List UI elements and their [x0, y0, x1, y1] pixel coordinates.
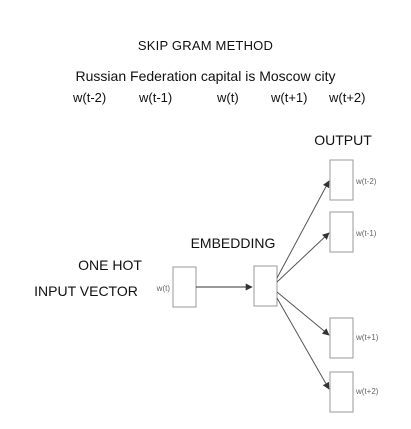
embedding-label: EMBEDDING	[191, 235, 276, 251]
output-box	[329, 159, 354, 201]
output-label: OUTPUT	[314, 132, 372, 148]
embedding-to-output-arrow	[276, 297, 330, 390]
output-box-label: w(t-1)	[355, 229, 377, 238]
sentence-word: Russian	[75, 68, 127, 84]
input-vector-box	[172, 266, 197, 308]
output-box-label: w(t-2)	[355, 177, 377, 186]
output-box	[329, 317, 354, 359]
sentence-word: capital	[200, 68, 242, 84]
embedding-to-output-arrow	[276, 232, 330, 283]
embedding-box	[253, 265, 278, 307]
input-label-line1: ONE HOT	[78, 257, 142, 273]
word-position-label: w(t-2)	[73, 90, 107, 105]
word-position-label: w(t)	[217, 90, 239, 105]
word-position-label: w(t+2)	[329, 90, 366, 105]
example-sentence: Russian Federation capital is Moscow cit…	[0, 68, 411, 84]
embedding-to-output-arrow	[276, 291, 330, 336]
input-label-line2: INPUT VECTOR	[34, 283, 138, 299]
diagram-title: SKIP GRAM METHOD	[137, 38, 274, 53]
embedding-to-output-arrow	[276, 180, 330, 279]
sentence-word: is	[245, 68, 256, 84]
input-box-label: w(t)	[156, 284, 171, 293]
output-box-label: w(t+1)	[355, 333, 379, 342]
sentence-word: city	[314, 68, 336, 84]
word-position-label: w(t+1)	[271, 90, 308, 105]
sentence-word: Federation	[130, 68, 197, 84]
word-position-label: w(t-1)	[139, 90, 173, 105]
sentence-word: Moscow	[259, 68, 311, 84]
output-box	[329, 371, 354, 413]
output-box	[329, 211, 354, 253]
output-box-label: w(t+2)	[355, 387, 379, 396]
